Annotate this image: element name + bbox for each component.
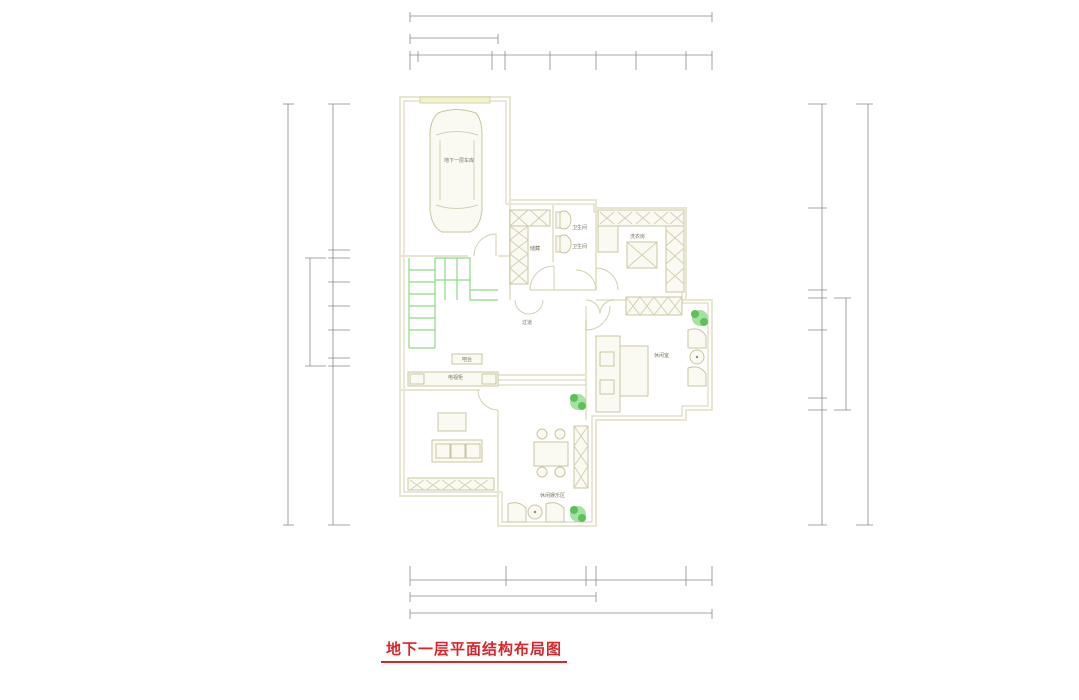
leisure-room-furniture: [595, 328, 707, 413]
bathroom-fixtures: [555, 210, 572, 254]
room-label-recreation: 休闲娱乐区: [540, 492, 565, 499]
top-dimension-lines: [409, 12, 713, 70]
plant-icon: [570, 310, 708, 522]
doors: [473, 233, 619, 411]
bar-area-furniture: [507, 425, 589, 523]
drawing-title: 地下一层平面结构布局图: [386, 640, 563, 658]
storage-shelves: [509, 209, 685, 316]
bottom-dimension-lines: [409, 566, 713, 619]
right-dimension-lines: [808, 103, 873, 526]
staircase: [408, 257, 498, 349]
room-label-bar: 吧台: [462, 356, 472, 363]
left-dimension-lines: [283, 103, 350, 526]
room-label-leisure-room: 休闲室: [654, 352, 669, 359]
room-label-toilet: 卫生间: [572, 243, 587, 250]
room-label-storage: 储藏: [530, 245, 540, 252]
title-underline: [381, 661, 567, 663]
room-label-laundry: 洗衣房: [630, 233, 645, 240]
room-labels: 地下一层车库 储藏 卫生间 卫生间 洗衣房 过道 休闲室 电视柜 吧台 休闲娱乐…: [444, 157, 669, 499]
car-icon: [429, 109, 483, 233]
room-label-hall: 过道: [522, 319, 532, 326]
room-label-tv-cabinet: 电视柜: [448, 374, 463, 381]
room-label-washroom: 卫生间: [572, 224, 587, 231]
room-label-garage: 地下一层车库: [444, 157, 474, 164]
living-area-furniture: [407, 353, 499, 491]
